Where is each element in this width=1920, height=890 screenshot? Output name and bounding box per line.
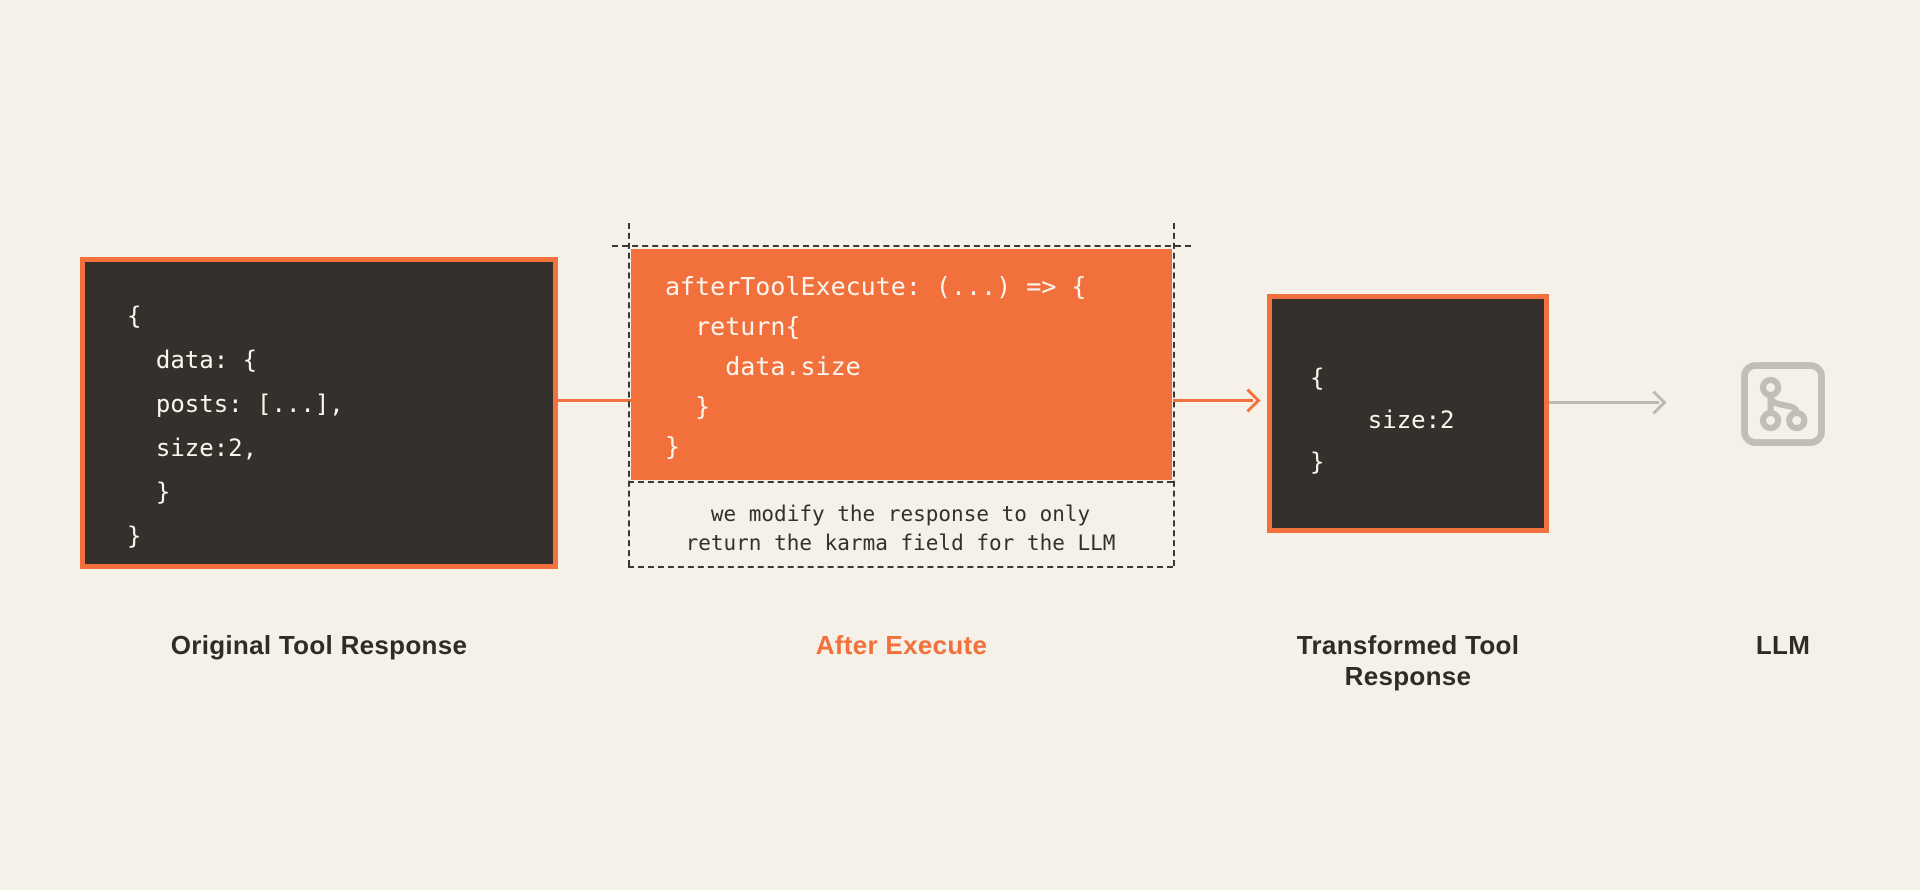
- original-tool-response-code: { data: { posts: [...], size:2, } }: [127, 302, 344, 550]
- original-tool-response-label: Original Tool Response: [170, 630, 468, 660]
- transformed-tool-response-panel: { size:2 }: [1267, 294, 1549, 533]
- after-execute-code: afterToolExecute: (...) => { return{ dat…: [665, 272, 1087, 461]
- arrowhead-transformed-to-llm: [1642, 390, 1667, 415]
- connector-transformed-to-llm: [1549, 401, 1659, 404]
- transformed-tool-response-label: Transformed Tool Response: [1296, 630, 1520, 691]
- after-execute-panel: afterToolExecute: (...) => { return{ dat…: [631, 249, 1172, 480]
- dashed-frame-left-line: [628, 223, 630, 566]
- dashed-frame-right-line: [1173, 223, 1175, 566]
- llm-circuit-icon: [1739, 360, 1827, 448]
- dashed-frame-middle-line: [628, 481, 1173, 483]
- connector-original-to-hook: [558, 399, 631, 402]
- original-tool-response-panel: { data: { posts: [...], size:2, } }: [80, 257, 558, 569]
- transformed-tool-response-code: { size:2 }: [1310, 364, 1455, 476]
- after-execute-label: After Execute: [815, 630, 988, 660]
- connector-hook-to-transformed: [1173, 399, 1253, 402]
- llm-label: LLM: [1755, 630, 1811, 660]
- dashed-frame-top-line: [612, 245, 1191, 247]
- dashed-frame-bottom-line: [628, 566, 1173, 568]
- hook-caption: we modify the response to only return th…: [685, 502, 1116, 555]
- arrowhead-hook-to-transformed: [1236, 388, 1261, 413]
